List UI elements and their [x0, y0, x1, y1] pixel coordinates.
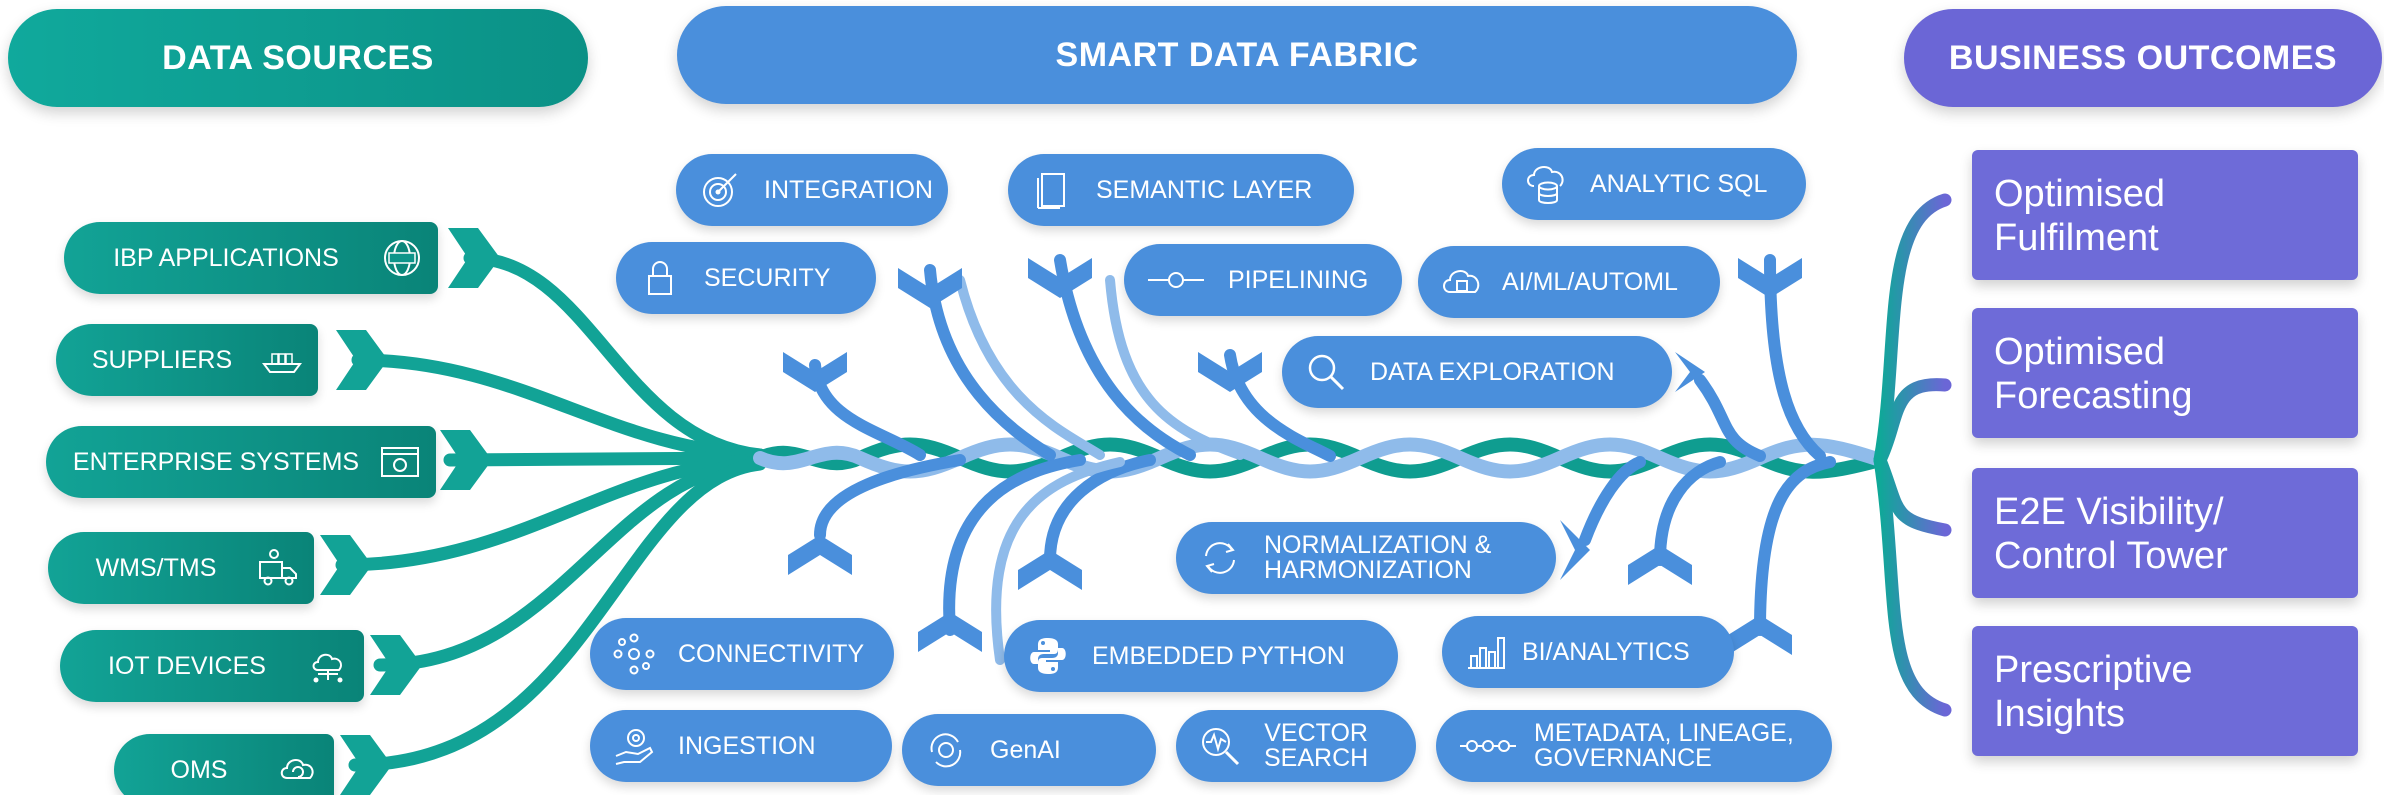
- fabric-analytic-sql: ANALYTIC SQL: [1502, 148, 1806, 220]
- source-label: OMS: [170, 755, 228, 784]
- source-oms: OMS: [114, 734, 334, 795]
- outcome-prescriptive-insights: Prescriptive Insights: [1972, 626, 2358, 756]
- fabric-genai: GenAI: [902, 714, 1156, 786]
- target-arrow-icon: [703, 173, 737, 207]
- source-label: IOT DEVICES: [108, 651, 266, 680]
- fabric-integration: INTEGRATION: [676, 154, 948, 226]
- source-label: ENTERPRISE SYSTEMS: [72, 447, 360, 476]
- source-wms-tms: WMS/TMS: [48, 532, 314, 604]
- fabric-connectivity: CONNECTIVITY: [590, 618, 894, 690]
- fabric-label: AI/ML/AUTOML: [1502, 267, 1678, 296]
- node-chain-icon: [1460, 740, 1516, 752]
- source-enterprise-systems: ENTERPRISE SYSTEMS: [46, 426, 436, 498]
- fabric-embedded-python: EMBEDDED PYTHON: [1004, 620, 1398, 692]
- source-iot-devices: IOT DEVICES: [60, 630, 364, 702]
- fabric-label: SEMANTIC LAYER: [1096, 175, 1313, 204]
- fabric-ingestion: INGESTION: [590, 710, 892, 782]
- search-waveform-icon: [1202, 728, 1240, 766]
- magnifier-icon: [1308, 354, 1345, 391]
- fabric-data-exploration: DATA EXPLORATION: [1282, 336, 1672, 408]
- fabric-label: ANALYTIC SQL: [1590, 169, 1768, 198]
- fabric-label: EMBEDDED PYTHON: [1092, 641, 1345, 670]
- globe-oms-icon: [384, 240, 420, 276]
- connector-chevrons: [783, 258, 1802, 655]
- source-label: WMS/TMS: [95, 553, 217, 582]
- cloud-database-icon: [1527, 166, 1564, 204]
- source-ibp-applications: IBP APPLICATIONS: [64, 222, 438, 294]
- network-hub-icon: [613, 633, 655, 675]
- fabric-normalization: NORMALIZATION & HARMONIZATION: [1176, 522, 1556, 594]
- business-outcomes-header: BUSINESS OUTCOMES: [1904, 9, 2382, 107]
- fabric-label: CONNECTIVITY: [678, 639, 865, 668]
- cloud-chip-icon: [1443, 270, 1480, 293]
- cycle-arrows-icon: [1205, 542, 1235, 574]
- fabric-label: GenAI: [990, 735, 1061, 764]
- outcome-flows: [1873, 193, 1952, 717]
- light-connectors: [955, 275, 1245, 665]
- source-label: SUPPLIERS: [91, 345, 233, 374]
- python-logo-icon: [1030, 638, 1066, 674]
- pipeline-node-icon: [1148, 272, 1204, 288]
- fabric-label: METADATA, LINEAGE, GOVERNANCE: [1534, 719, 1794, 772]
- fabric-label: BI/ANALYTICS: [1522, 637, 1690, 666]
- bar-chart-icon: [1468, 637, 1505, 669]
- hand-gear-icon: [615, 729, 654, 765]
- source-flows: [335, 251, 767, 772]
- delivery-truck-gear-icon: [259, 549, 297, 586]
- cloud-network-icon: [312, 653, 343, 683]
- browser-gear-icon: [381, 447, 419, 477]
- fabric-metadata-lineage-governance: METADATA, LINEAGE, GOVERNANCE: [1436, 710, 1832, 782]
- fabric-label: NORMALIZATION & HARMONIZATION: [1264, 531, 1492, 584]
- fabric-semantic-layer: SEMANTIC LAYER: [1008, 154, 1354, 226]
- fabric-label: SECURITY: [704, 263, 831, 292]
- fabric-label: DATA EXPLORATION: [1370, 357, 1615, 386]
- document-icon: [1037, 173, 1065, 209]
- cargo-ship-icon: [262, 353, 302, 373]
- source-label: IBP APPLICATIONS: [113, 243, 339, 272]
- fabric-vector-search: VECTOR SEARCH: [1176, 710, 1416, 782]
- source-suppliers: SUPPLIERS: [56, 324, 318, 396]
- fabric-label: PIPELINING: [1228, 265, 1369, 294]
- fabric-security: SECURITY: [616, 242, 876, 314]
- fabric-ai-ml-automl: AI/ML/AUTOML: [1418, 246, 1720, 318]
- outcome-e2e-visibility: E2E Visibility/ Control Tower: [1972, 468, 2358, 598]
- fabric-bi-analytics: BI/ANALYTICS: [1442, 616, 1734, 688]
- data-sources-header: DATA SOURCES: [8, 9, 588, 107]
- fabric-label: INGESTION: [678, 731, 816, 760]
- brain-cycle-icon: [930, 733, 962, 768]
- lock-icon: [648, 261, 672, 295]
- fabric-label: VECTOR SEARCH: [1264, 719, 1369, 772]
- source-arrows: [320, 228, 500, 795]
- outcome-optimised-forecasting: Optimised Forecasting: [1972, 308, 2358, 438]
- outcome-optimised-fulfilment: Optimised Fulfilment: [1972, 150, 2358, 280]
- smart-data-fabric-header: SMART DATA FABRIC: [677, 6, 1797, 104]
- fabric-label: INTEGRATION: [764, 175, 933, 204]
- fabric-pipelining: PIPELINING: [1124, 244, 1402, 316]
- cloud-sync-icon: [280, 759, 314, 779]
